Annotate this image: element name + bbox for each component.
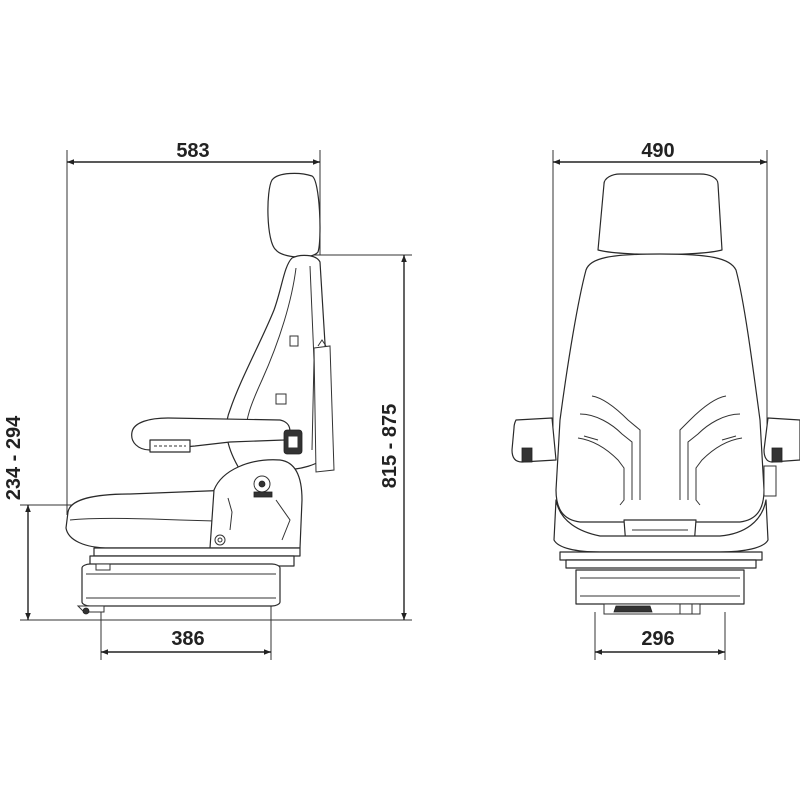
dim-386-label: 386 <box>171 628 204 650</box>
dim-234-294-label: 234 - 294 <box>3 415 25 500</box>
side-mechanism-plate <box>209 459 303 549</box>
front-backrest <box>555 253 765 523</box>
front-suspension-base <box>575 569 745 605</box>
side-view <box>20 150 412 660</box>
front-left-armrest <box>511 417 557 463</box>
dim-490-label: 490 <box>641 140 674 162</box>
front-seat-cushion <box>553 499 769 553</box>
dimension-lines <box>25 159 767 655</box>
side-suspension-base <box>81 563 281 607</box>
dim-583-label: 583 <box>176 140 209 162</box>
front-headrest <box>597 173 723 256</box>
dim-815-875-label: 815 - 875 <box>379 404 401 489</box>
dimension-labels: 583 386 815 - 875 234 - 294 490 296 <box>3 140 675 650</box>
front-view <box>511 150 800 660</box>
dim-296-label: 296 <box>641 628 674 650</box>
side-headrest <box>267 172 321 258</box>
